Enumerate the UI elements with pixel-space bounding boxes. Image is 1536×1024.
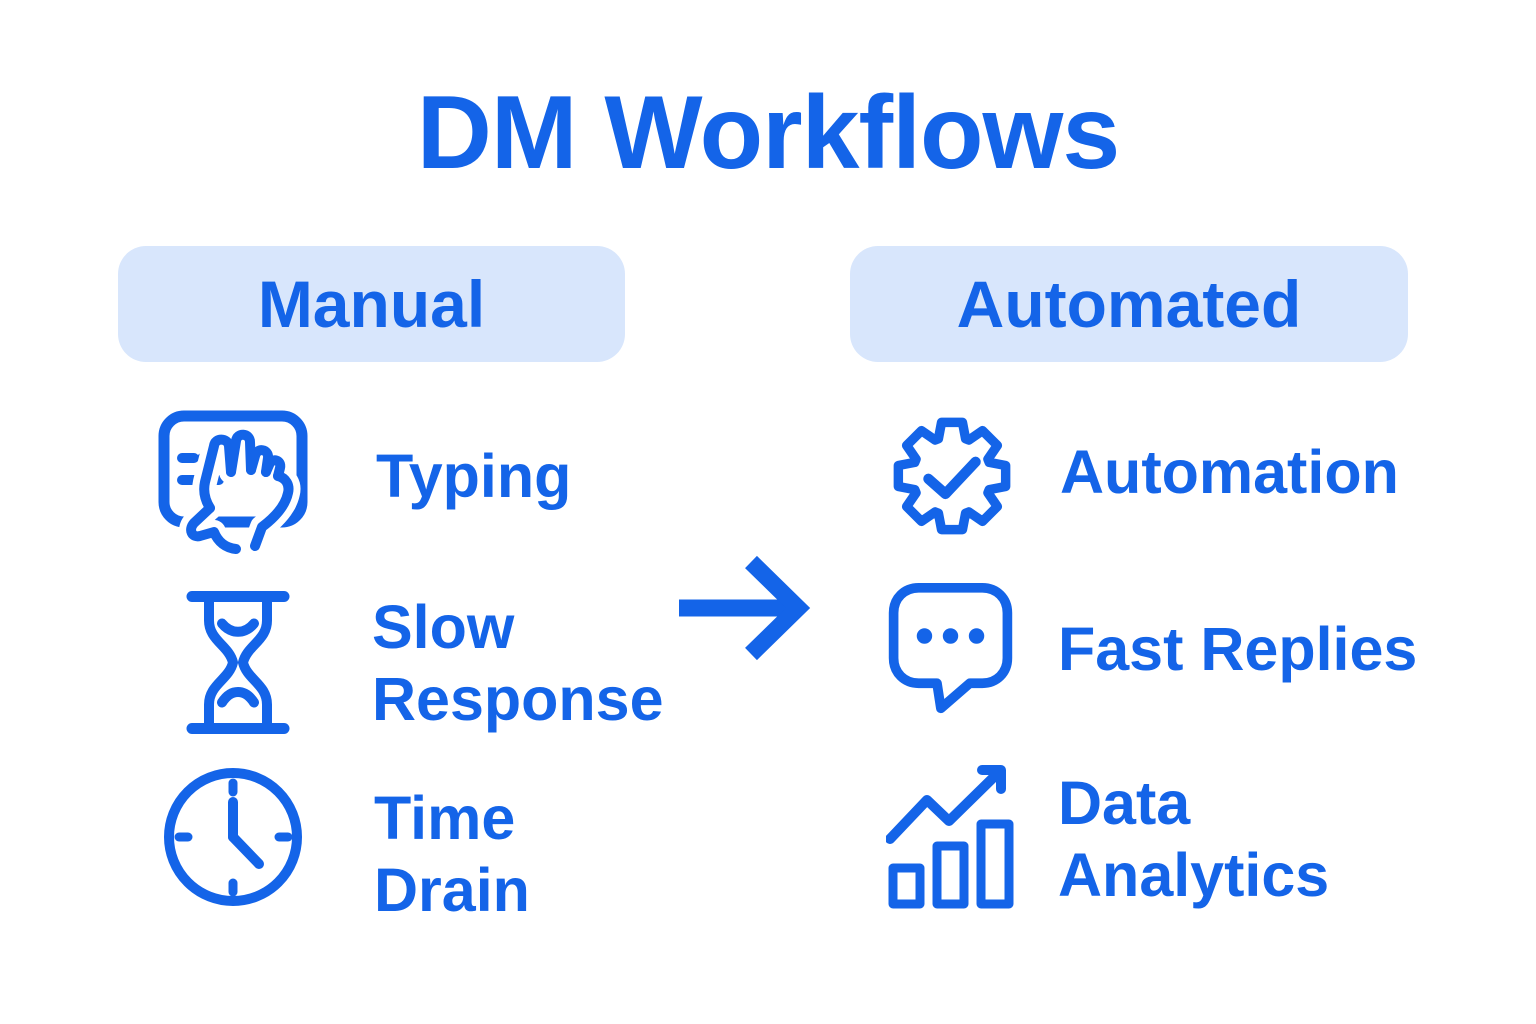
manual-item-label-typing: Typing [376,442,572,510]
arrow-right-icon [674,549,812,668]
automated-column-header: Automated [850,246,1408,362]
automated-item-label-data-analytics: Data Analytics [1058,769,1330,909]
bar-chart-growth-icon [886,759,1018,911]
typing-hand-icon [158,410,340,556]
manual-item-label-slow-response: Slow Response [372,593,664,733]
clock-icon [162,766,305,909]
hourglass-icon [184,589,292,736]
automated-header-label: Automated [956,267,1302,341]
manual-column-header: Manual [118,246,625,362]
manual-item-label-time-drain: Time Drain [374,784,530,924]
page-title: DM Workflows [416,75,1121,191]
automated-item-label-automation: Automation [1060,438,1399,506]
automated-item-label-fast-replies: Fast Replies [1058,615,1418,683]
manual-header-label: Manual [257,267,486,341]
chat-dots-icon [886,582,1015,717]
gear-check-icon [886,410,1018,542]
